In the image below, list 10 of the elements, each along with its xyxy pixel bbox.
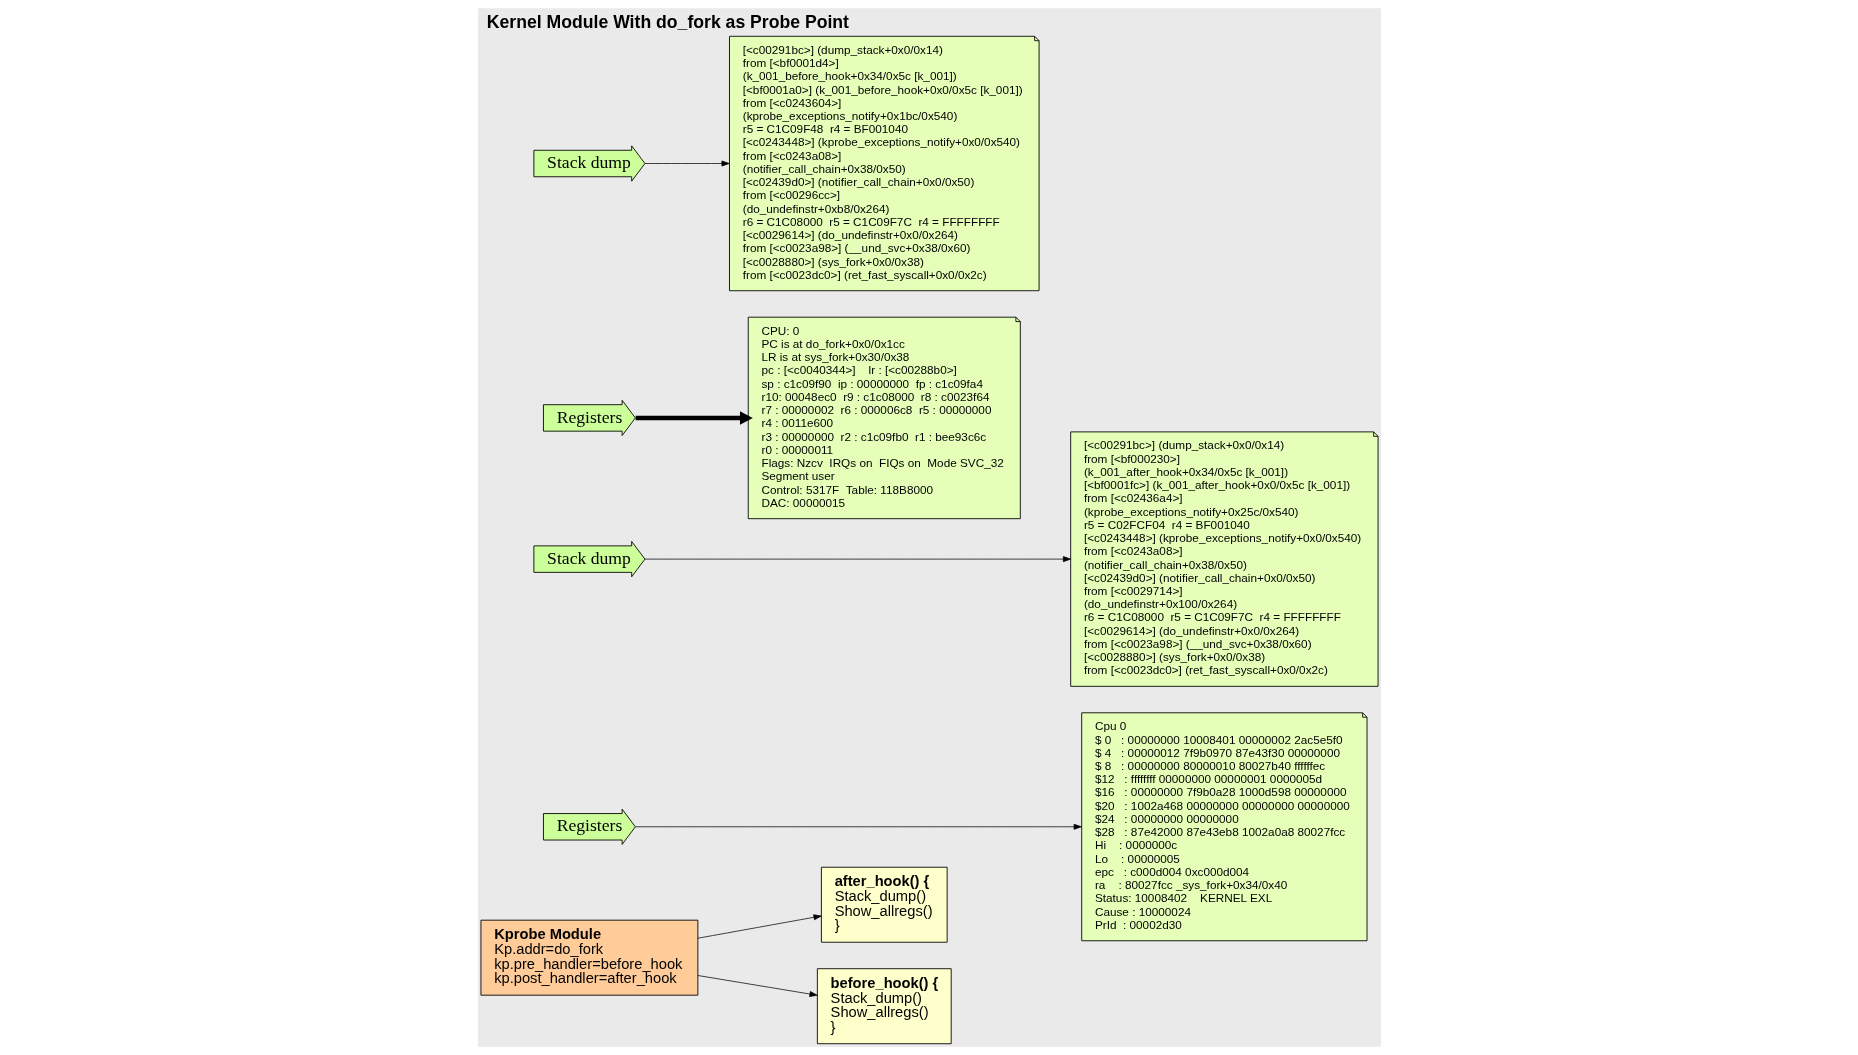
arrow (634, 823, 1082, 830)
node-box: Kprobe Module Kp.addr=do_fork kp.pre_handler=before_hook kp.post_handler=after_hook (480, 919, 698, 996)
node-box: before_hook() { Stack_dump() Show_allregs() } (816, 968, 952, 1045)
node-box: after_hook() { Stack_dump() Show_allregs() } (820, 866, 948, 943)
diagram-title: Kernel Module With do_fork as Probe Point (486, 11, 849, 32)
arrow (697, 975, 818, 997)
arrow (697, 914, 822, 939)
arrow (644, 160, 730, 167)
arrow (644, 556, 1071, 563)
arrow (635, 411, 753, 425)
